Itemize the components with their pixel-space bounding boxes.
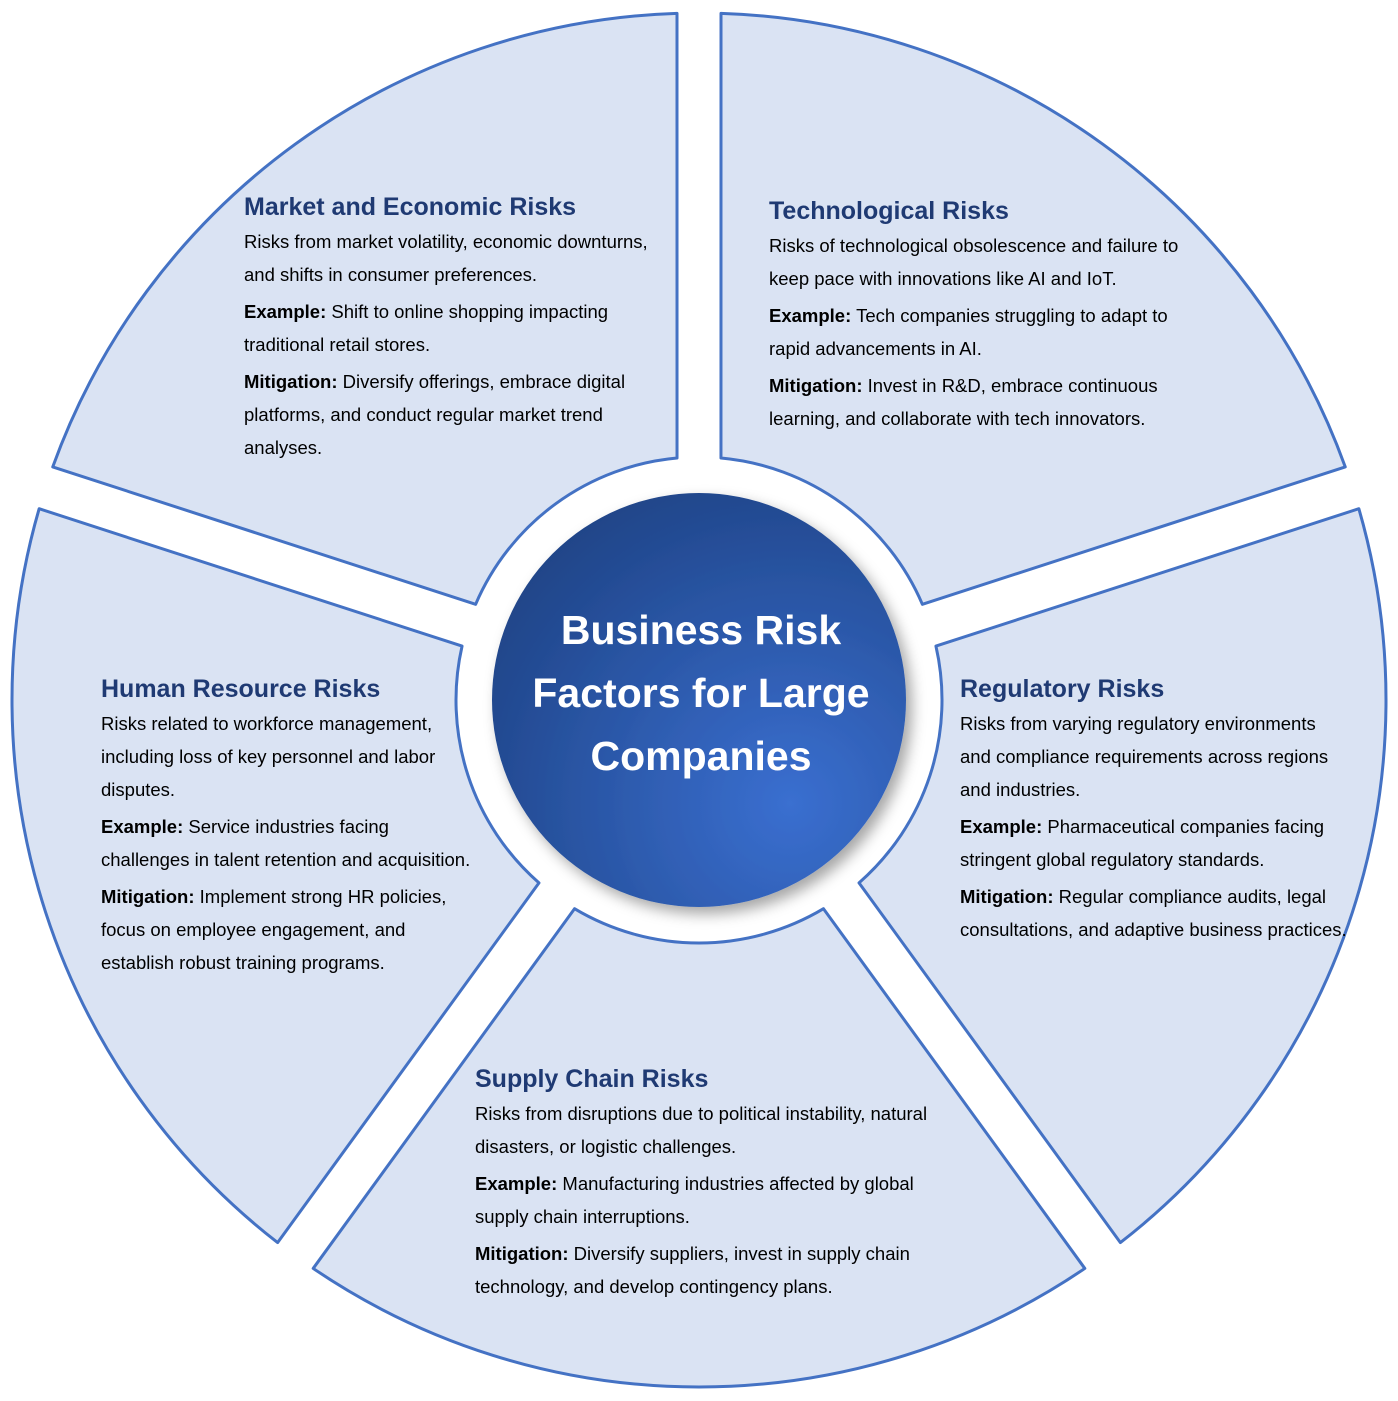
example-label: Example:	[244, 301, 327, 322]
technological-risks-segment	[719, 11, 1347, 606]
regulatory-risks-example: Example: Pharmaceutical companies facing…	[960, 810, 1350, 876]
mitigation-label: Mitigation:	[769, 375, 863, 396]
market-economic-risks-segment	[51, 11, 679, 606]
market-economic-risks-block: Market and Economic Risks Risks from mar…	[244, 191, 664, 468]
technological-risks-description: Risks of technological obsolescence and …	[769, 235, 1179, 289]
example-text: Pharmaceutical companies facing stringen…	[960, 816, 1325, 870]
human-resource-risks-mitigation: Mitigation: Implement strong HR policies…	[101, 880, 471, 979]
mitigation-label: Mitigation:	[475, 1243, 569, 1264]
human-resource-risks-block: Human Resource Risks Risks related to wo…	[101, 673, 471, 983]
market-economic-risks-mitigation: Mitigation: Diversify offerings, embrace…	[244, 365, 664, 464]
supply-chain-risks-example: Example: Manufacturing industries affect…	[475, 1167, 965, 1233]
human-resource-risks-description: Risks related to workforce management, i…	[101, 713, 436, 800]
supply-chain-risks-title: Supply Chain Risks	[475, 1065, 709, 1093]
center-title: Business Risk Factors for Large Companie…	[498, 599, 904, 788]
center-hub-circle	[492, 493, 906, 907]
mitigation-label: Mitigation:	[960, 886, 1054, 907]
mitigation-label: Mitigation:	[244, 371, 338, 392]
example-label: Example:	[960, 816, 1043, 837]
technological-risks-example: Example: Tech companies struggling to ad…	[769, 299, 1199, 365]
mitigation-text: Implement strong HR policies, focus on e…	[101, 886, 447, 973]
center-title-line: Factors for Large	[532, 670, 870, 716]
mitigation-label: Mitigation:	[101, 886, 195, 907]
technological-risks-block: Technological Risks Risks of technologic…	[769, 195, 1199, 439]
human-resource-risks-segment	[10, 507, 541, 1245]
supply-chain-risks-mitigation: Mitigation: Diversify suppliers, invest …	[475, 1237, 965, 1303]
technological-risks-mitigation: Mitigation: Invest in R&D, embrace conti…	[769, 369, 1199, 435]
supply-chain-risks-block: Supply Chain Risks Risks from disruption…	[475, 1063, 965, 1307]
mitigation-text: Regular compliance audits, legal consult…	[960, 886, 1347, 940]
mitigation-text: Diversify suppliers, invest in supply ch…	[475, 1243, 910, 1297]
center-hub	[492, 493, 906, 907]
regulatory-risks-mitigation: Mitigation: Regular compliance audits, l…	[960, 880, 1350, 946]
center-title-line: Companies	[590, 733, 812, 779]
example-text: Shift to online shopping impacting tradi…	[244, 301, 609, 355]
human-resource-risks-example: Example: Service industries facing chall…	[101, 810, 471, 876]
technological-risks-title: Technological Risks	[769, 197, 1009, 225]
example-text: Tech companies struggling to adapt to ra…	[769, 305, 1168, 359]
supply-chain-risks-segment	[311, 907, 1087, 1389]
center-title-line: Business Risk	[560, 607, 842, 653]
example-label: Example:	[475, 1173, 558, 1194]
example-text: Service industries facing challenges in …	[101, 816, 471, 870]
example-label: Example:	[101, 816, 184, 837]
segments	[10, 11, 1388, 1389]
regulatory-risks-description: Risks from varying regulatory environmen…	[960, 713, 1329, 800]
market-economic-risks-title: Market and Economic Risks	[244, 193, 577, 221]
regulatory-risks-block: Regulatory Risks Risks from varying regu…	[960, 673, 1350, 950]
human-resource-risks-title: Human Resource Risks	[101, 675, 381, 703]
example-label: Example:	[769, 305, 852, 326]
mitigation-text: Diversify offerings, embrace digital pla…	[244, 371, 626, 458]
regulatory-risks-title: Regulatory Risks	[960, 675, 1165, 703]
regulatory-risks-segment	[857, 507, 1388, 1245]
market-economic-risks-description: Risks from market volatility, economic d…	[244, 231, 648, 285]
mitigation-text: Invest in R&D, embrace continuous learni…	[769, 375, 1158, 429]
supply-chain-risks-description: Risks from disruptions due to political …	[475, 1103, 928, 1157]
example-text: Manufacturing industries affected by glo…	[475, 1173, 914, 1227]
market-economic-risks-example: Example: Shift to online shopping impact…	[244, 295, 664, 361]
